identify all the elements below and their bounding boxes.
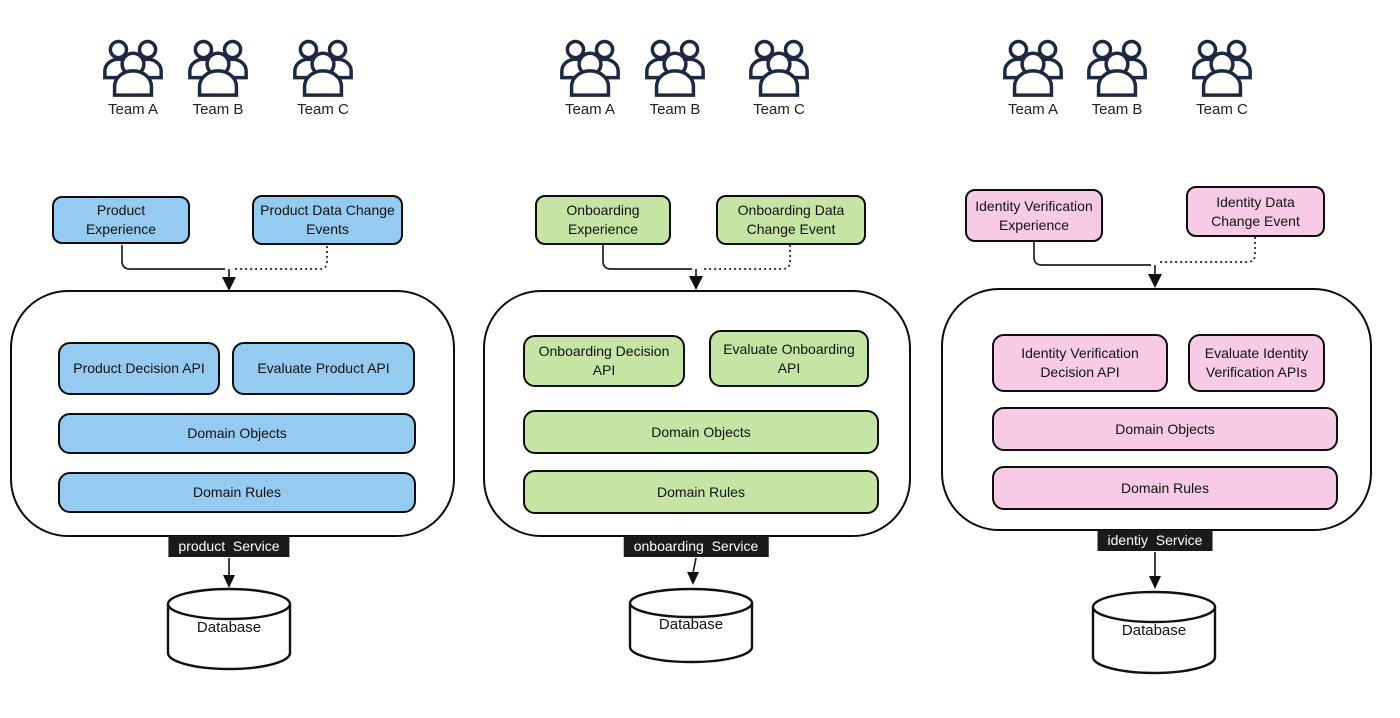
product-experience-label: Product Experience: [85, 202, 157, 237]
identity-service-tag: identiy Service: [1097, 530, 1213, 551]
evaluate-product-api-label: Evaluate Product API: [257, 360, 390, 377]
identity-data-change-event-label: Identity Data Change Event: [1211, 193, 1300, 229]
team-unit: Team A: [544, 36, 636, 118]
team-users-icon: [560, 39, 620, 97]
onboarding-experience-to-service-arrow: [602, 245, 697, 277]
evaluate-onboarding-api-box: Evaluate Onboarding API: [709, 330, 869, 387]
arrowhead: [1148, 274, 1162, 288]
product-experience-box: Product Experience: [52, 196, 190, 244]
team-unit: Team C: [1176, 36, 1268, 118]
domain-objects-label: Domain Objects: [651, 423, 751, 440]
product-domain-objects-box: Domain Objects: [58, 413, 416, 454]
product-data-change-events-label: Product Data Change Events: [260, 202, 395, 237]
evaluate-product-api-box: Evaluate Product API: [232, 342, 415, 395]
product-decision-api-box: Product Decision API: [58, 342, 220, 395]
team-label: Team B: [649, 101, 701, 118]
team-unit: Team B: [1071, 36, 1163, 118]
team-label: Team A: [1007, 101, 1059, 118]
database-label: Database: [1121, 622, 1187, 640]
database-cylinder-icon: [1091, 590, 1217, 675]
team-unit: Team A: [987, 36, 1079, 118]
onboarding-experience-box: Onboarding Experience: [535, 195, 671, 245]
team-users-icon: [749, 39, 809, 97]
onboarding-domain-rules-box: Domain Rules: [523, 470, 879, 514]
identity-domain-rules-box: Domain Rules: [992, 466, 1338, 510]
product-service-container: Product Decision API Evaluate Product AP…: [10, 290, 455, 537]
identity-verification-experience-label: Identity Verification Experience: [975, 197, 1093, 233]
identity-data-change-event-box: Identity Data Change Event: [1186, 186, 1325, 237]
team-users-icon: [103, 39, 163, 97]
team-users-icon: [1087, 39, 1147, 97]
team-unit: Team A: [87, 36, 179, 118]
onboarding-domain-objects-box: Domain Objects: [523, 410, 879, 454]
team-label: Team C: [297, 101, 349, 118]
team-unit: Team C: [277, 36, 369, 118]
product-decision-api-label: Product Decision API: [73, 360, 205, 377]
product-database: Database: [166, 587, 292, 671]
product-service-tag: product Service: [168, 536, 290, 557]
team-users-icon: [188, 39, 248, 97]
onboarding-data-change-event-label: Onboarding Data Change Event: [737, 202, 845, 237]
evaluate-identity-verification-apis-label: Evaluate Identity Verification APIs: [1204, 345, 1309, 380]
database-label: Database: [658, 616, 724, 634]
arrowhead: [689, 276, 703, 290]
team-users-icon: [1192, 39, 1252, 97]
team-label: Team C: [753, 101, 805, 118]
database-cylinder-icon: [628, 587, 754, 664]
identity-database: Database: [1091, 590, 1217, 675]
onboarding-service-to-database-arrow: [692, 557, 697, 574]
team-users-icon: [293, 39, 353, 97]
evaluate-onboarding-api-label: Evaluate Onboarding API: [723, 340, 855, 376]
onboarding-data-change-event-box: Onboarding Data Change Event: [716, 195, 866, 245]
domain-rules-label: Domain Rules: [193, 484, 281, 501]
team-unit: Team C: [733, 36, 825, 118]
identity-verification-experience-box: Identity Verification Experience: [965, 189, 1103, 242]
domain-rules-label: Domain Rules: [657, 483, 745, 500]
product-data-change-events-box: Product Data Change Events: [252, 195, 403, 245]
database-label: Database: [196, 618, 262, 636]
onboarding-decision-api-box: Onboarding Decision API: [523, 335, 685, 387]
domain-objects-label: Domain Objects: [187, 425, 287, 442]
identity-service-container: Identity Verification Decision API Evalu…: [941, 288, 1372, 531]
evaluate-identity-verification-apis-box: Evaluate Identity Verification APIs: [1188, 334, 1325, 392]
team-label: Team B: [1091, 101, 1143, 118]
team-unit: Team B: [629, 36, 721, 118]
arrowhead: [222, 277, 236, 291]
onboarding-decision-api-label: Onboarding Decision API: [538, 343, 670, 378]
identity-verification-decision-api-label: Identity Verification Decision API: [1021, 345, 1139, 380]
team-label: Team A: [107, 101, 159, 118]
product-experience-to-service-arrow: [121, 245, 230, 278]
team-label: Team A: [564, 101, 616, 118]
identity-domain-objects-box: Domain Objects: [992, 407, 1338, 451]
team-label: Team C: [1196, 101, 1248, 118]
onboarding-service-tag: onboarding Service: [623, 536, 769, 557]
team-users-icon: [645, 39, 705, 97]
onboarding-event-to-service-connector: [701, 245, 791, 270]
onboarding-service-container: Onboarding Decision API Evaluate Onboard…: [483, 290, 911, 537]
identity-experience-to-service-arrow: [1033, 242, 1156, 275]
arrowhead: [687, 572, 699, 585]
domain-rules-label: Domain Rules: [1121, 479, 1209, 496]
onboarding-experience-label: Onboarding Experience: [566, 202, 640, 237]
team-label: Team B: [192, 101, 244, 118]
team-unit: Team B: [172, 36, 264, 118]
onboarding-database: Database: [628, 587, 754, 664]
team-users-icon: [1003, 39, 1063, 97]
database-cylinder-icon: [166, 587, 292, 671]
identity-verification-decision-api-box: Identity Verification Decision API: [992, 334, 1168, 392]
product-domain-rules-box: Domain Rules: [58, 472, 416, 513]
product-event-to-service-connector: [234, 246, 328, 270]
identity-event-to-service-connector: [1160, 237, 1256, 263]
domain-objects-label: Domain Objects: [1115, 420, 1215, 437]
arrowhead: [1149, 576, 1161, 589]
